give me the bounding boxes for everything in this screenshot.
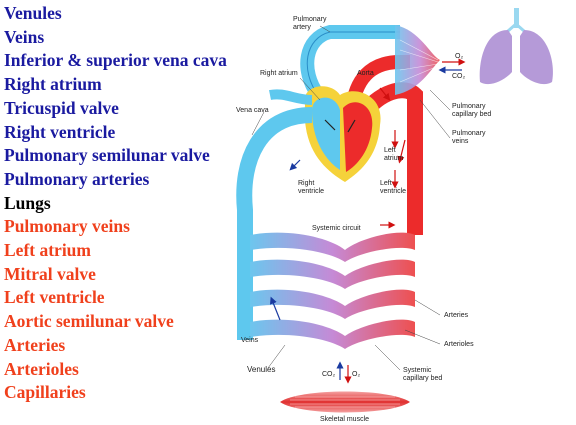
pulmonary-capillary-bed [395,25,440,95]
step-item: Mitral valve [4,263,96,284]
leader-lines [251,25,451,371]
label-right-ventricle: Right [298,180,314,187]
step-item: Right atrium [4,74,102,95]
diagram-label-line: ventricle [380,188,406,195]
diagram-label-line: atrium [384,155,404,162]
skeletal-muscle-illustration [280,391,410,413]
step-item: Tricuspid valve [4,97,119,118]
label-pulmonary-capillary-bed: Pulmonary [452,103,486,110]
vena-cava-vessel [236,89,313,340]
label-aorta: Aorta [357,70,374,77]
label-co2-bottom: CO₂ [322,371,336,378]
label-left-ventricle: Left [380,180,392,187]
label-right-atrium: Right atrium [260,70,298,77]
label-pulmonary-artery: Pulmonary [293,16,327,23]
pulmonary-artery-vessel [300,25,400,100]
label-systemic-circuit: Systemic circuit [312,225,361,232]
step-item: Arteries [4,334,66,355]
step-item: Right ventricle [4,121,116,142]
diagram-labels: Pulmonary artery Right atrium Vena cava … [236,16,491,423]
label-skeletal-muscle: Skeletal muscle [320,416,369,423]
label-arterioles: Arterioles [444,341,474,348]
step-item: Capillaries [4,382,86,403]
label-systemic-capillary-bed: Systemic [403,367,432,374]
heart-illustration [304,86,381,182]
step-item: Veins [4,26,45,47]
label-vena-cava: Vena cava [236,107,269,114]
label-o2: O₂ [455,53,463,60]
step-item: Pulmonary arteries [4,168,150,189]
step-item: Venules [4,3,62,23]
step-item: Left ventricle [4,287,105,308]
lungs-icon [479,8,553,85]
step-item: Lungs [4,192,51,213]
diagram-label-line: capillary bed [403,375,442,382]
label-co2: CO₂ [452,73,466,80]
diagram-label-line: capillary bed [452,111,491,118]
label-veins: Veins [241,337,259,344]
flow-arrows [269,58,466,384]
label-o2-bottom: O₂ [352,371,360,378]
diagram-label-line: veins [452,138,469,145]
step-item: Inferior & superior vena cava [4,50,227,71]
systemic-capillary-beds [250,232,415,349]
label-venules: Venules [247,365,275,374]
label-left-atrium: Left [384,147,396,154]
step-item: Pulmonary veins [4,216,130,237]
label-pulmonary-veins: Pulmonary [452,130,486,137]
label-arteries: Arteries [444,312,469,319]
diagram-label-line: artery [293,24,311,31]
step-item: Pulmonary semilunar valve [4,145,210,166]
step-item: Left atrium [4,240,91,261]
diagram-label-line: ventricle [298,188,324,195]
step-item: Arterioles [4,358,79,379]
step-item: Aortic semilunar valve [4,311,174,332]
